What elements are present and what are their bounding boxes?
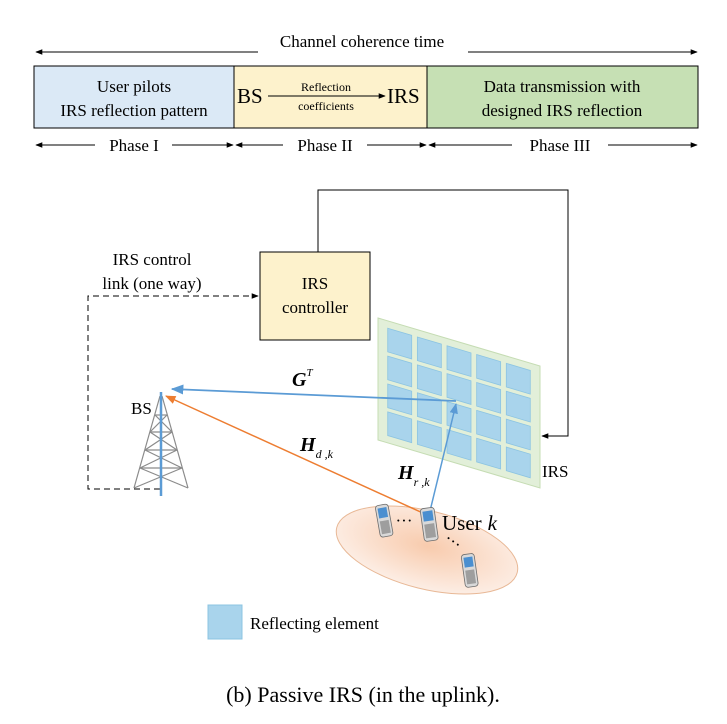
phase1-text-line1: User pilots [97, 77, 171, 96]
irs-panel [377, 317, 541, 489]
phase3-label: Phase III [530, 136, 591, 155]
irs-reflecting-element [505, 418, 531, 451]
phase3-text-line1: Data transmission with [484, 77, 641, 96]
irs-reflecting-element [505, 390, 531, 423]
hr-subscript: r ,k [414, 475, 431, 489]
irs-reflecting-element [387, 327, 413, 360]
irs-reflecting-element [387, 355, 413, 388]
phase2-irs-text: IRS [387, 84, 420, 108]
coherence-time-label: Channel coherence time [280, 32, 444, 51]
irs-reflecting-element [505, 362, 531, 395]
phase2-label: Phase II [297, 136, 353, 155]
irs-reflecting-element [446, 428, 472, 461]
irs-reflecting-element [476, 381, 502, 414]
hr-link-user-to-irs [429, 402, 458, 512]
irs-controller-box [259, 251, 371, 341]
irs-reflecting-element [416, 336, 442, 369]
bs-tower-icon [133, 392, 189, 496]
legend-swatch [207, 604, 243, 640]
g-link-irs-to-bs [170, 384, 457, 402]
hr-link-label: Hr ,k [397, 462, 430, 489]
users-ellipsis: ··· [396, 511, 413, 530]
bs-label: BS [131, 399, 152, 418]
phase1-label: Phase I [109, 136, 159, 155]
g-superscript: T [306, 367, 313, 379]
irs-reflecting-element [476, 354, 502, 386]
user-phone-icon [375, 503, 394, 538]
hd-symbol: H [299, 434, 317, 456]
user-word: User [442, 511, 482, 535]
legend-label: Reflecting element [250, 614, 379, 633]
phase1-box [33, 65, 235, 129]
irs-element-grid [387, 327, 531, 479]
irs-reflecting-element [505, 446, 531, 479]
user-k-index: k [488, 511, 498, 535]
irs-reflecting-element [476, 437, 502, 470]
g-symbol: G [292, 369, 307, 391]
irs-control-link [87, 293, 259, 490]
phase2-bs-text: BS [237, 84, 263, 108]
irs-reflecting-element [446, 345, 472, 378]
irs-reflecting-element [387, 411, 413, 444]
phase2-box [233, 65, 428, 129]
irs-reflecting-element [446, 373, 472, 405]
user-phone-icon [460, 553, 479, 588]
figure-caption: (b) Passive IRS (in the uplink). [226, 682, 500, 707]
control-link-label-line1: IRS control [113, 250, 192, 269]
phase1-text-line2: IRS reflection pattern [60, 101, 208, 120]
irs-label: IRS [542, 462, 568, 481]
irs-reflecting-element [476, 409, 502, 442]
phase2-arrow-label-line2: coefficients [298, 99, 354, 113]
irs-reflecting-element [416, 420, 442, 452]
controller-to-irs-link [317, 189, 569, 439]
hd-subscript: d ,k [316, 447, 334, 461]
control-link-label-line2: link (one way) [102, 274, 201, 293]
phase3-text-line2: designed IRS reflection [482, 101, 643, 120]
phase3-box [426, 65, 699, 129]
hr-symbol: H [397, 462, 415, 484]
phase2-arrow-label-line1: Reflection [301, 80, 351, 94]
g-link-label: GT [292, 367, 313, 391]
hd-link-label: Hd ,k [299, 434, 334, 461]
controller-label-line1: IRS [302, 274, 328, 293]
hd-link-user-to-bs [165, 395, 426, 515]
controller-label-line2: controller [282, 298, 348, 317]
irs-reflecting-element [416, 364, 442, 397]
user-k-phone-icon [419, 507, 439, 542]
